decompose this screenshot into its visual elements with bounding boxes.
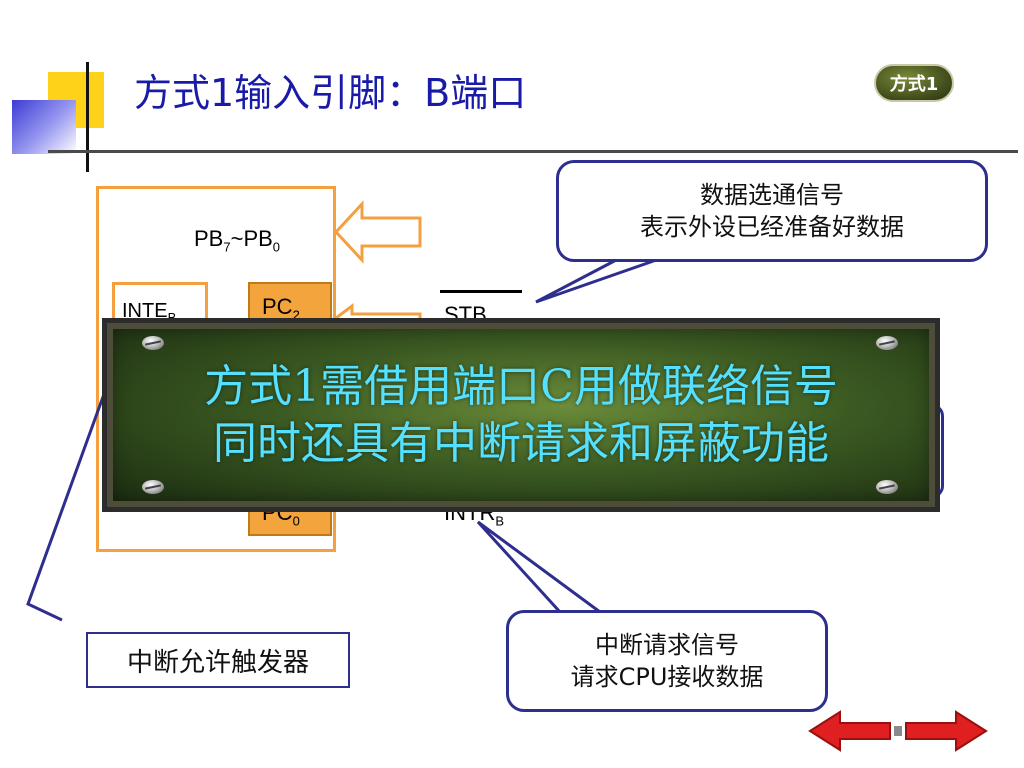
intr-callout-line2: 请求CPU接收数据 — [570, 663, 764, 691]
chalkboard-line1: 方式1需借用端口C用做联络信号 — [204, 360, 838, 412]
intr-callout-line1: 中断请求信号 — [595, 630, 739, 659]
title-vertical-line — [86, 62, 89, 172]
screw-icon — [142, 336, 164, 350]
data-strobe-callout: 数据选通信号 表示外设已经准备好数据 — [556, 160, 988, 262]
data-strobe-callout-line2: 表示外设已经准备好数据 — [640, 213, 904, 241]
port-b-pins-label: PB7~PB0 — [194, 226, 281, 255]
prev-arrow-icon[interactable] — [808, 710, 891, 752]
inte-b-label: INTEB — [122, 300, 176, 325]
next-arrow-icon[interactable] — [905, 710, 988, 752]
chalkboard-line2: 同时还具有中断请求和屏蔽功能 — [213, 418, 829, 469]
data-strobe-callout-pointer — [535, 256, 663, 304]
data-strobe-callout-line1: 数据选通信号 — [700, 180, 844, 209]
page-title: 方式1输入引脚：B端口 — [134, 71, 527, 115]
intr-callout-pointer — [476, 520, 601, 614]
pc2-label: PC2 — [262, 294, 300, 323]
screw-icon — [876, 480, 898, 494]
title-underline — [48, 150, 1018, 153]
title-decoration-blue-square — [12, 100, 76, 154]
chalkboard-note: 方式1需借用端口C用做联络信号 同时还具有中断请求和屏蔽功能 — [102, 318, 940, 512]
interrupt-enable-label: 中断允许触发器 — [86, 632, 350, 688]
intr-callout: 中断请求信号 请求CPU接收数据 — [506, 610, 828, 712]
slide-navigation — [808, 710, 988, 752]
data-input-arrow — [333, 200, 422, 264]
stb-overbar — [440, 290, 522, 293]
nav-divider — [894, 726, 902, 736]
mode-badge[interactable]: 方式1 — [874, 64, 954, 102]
screw-icon — [876, 336, 898, 350]
screw-icon — [142, 480, 164, 494]
